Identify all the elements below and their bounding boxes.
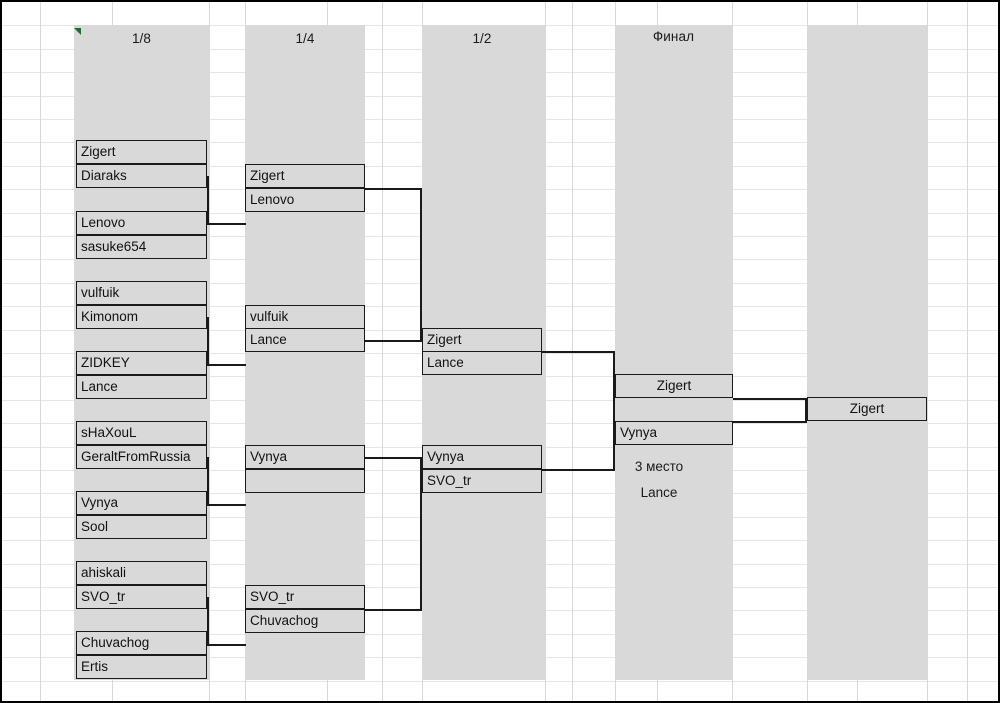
bracket-connector — [733, 421, 807, 423]
bracket-cell-qf-m4-p1[interactable]: SVO_tr — [245, 585, 365, 609]
third-player: Lance — [640, 485, 678, 500]
round-header-r16: 1/8 — [131, 31, 152, 46]
bracket-connector — [207, 364, 246, 366]
bracket-connector — [420, 188, 422, 340]
bracket-cell-r16-m2-p1[interactable]: Lenovo — [76, 211, 207, 235]
grid-row-line — [2, 680, 998, 682]
grid-col-line — [209, 2, 210, 701]
bracket-connector — [207, 317, 209, 364]
bracket-cell-sf-m1-p2[interactable]: Lance — [422, 351, 542, 375]
bracket-cell-qf-m1-p1[interactable]: Zigert — [245, 164, 365, 188]
round-header-sf: 1/2 — [472, 31, 492, 46]
third-label: 3 место — [634, 459, 684, 474]
bracket-cell-r16-m7-p1[interactable]: ahiskali — [76, 561, 207, 585]
bracket-connector — [207, 504, 246, 506]
bracket-connector — [207, 644, 246, 646]
bracket-cell-qf-m2-p2[interactable]: Lance — [245, 328, 365, 352]
grid-col-line — [927, 2, 928, 701]
bracket-cell-champ[interactable]: Zigert — [807, 397, 927, 421]
bracket-cell-sf-m2-p2[interactable]: SVO_tr — [422, 469, 542, 493]
grid-col-line — [732, 2, 733, 701]
bracket-connector — [365, 188, 422, 190]
bracket-connector — [207, 457, 209, 504]
bracket-connector — [542, 469, 615, 471]
bracket-connector — [207, 176, 209, 223]
bracket-connector — [207, 597, 209, 644]
bracket-cell-r16-m5-p1[interactable]: sHaXouL — [76, 421, 207, 445]
bracket-cell-sf-m2-p1[interactable]: Vynya — [422, 445, 542, 469]
bracket-cell-qf-m1-p2[interactable]: Lenovo — [245, 188, 365, 212]
grid-col-line — [382, 2, 383, 701]
bracket-cell-qf-m3-p1[interactable]: Vynya — [245, 445, 365, 469]
bracket-cell-r16-m5-p2[interactable]: GeraltFromRussia — [76, 445, 207, 469]
bracket-cell-r16-m6-p1[interactable]: Vynya — [76, 491, 207, 515]
bracket-cell-qf-m4-p2[interactable]: Chuvachog — [245, 609, 365, 633]
bracket-cell-r16-m3-p1[interactable]: vulfuik — [76, 281, 207, 305]
bracket-connector — [365, 457, 422, 459]
bracket-connector — [365, 609, 422, 611]
bracket-cell-r16-m8-p2[interactable]: Ertis — [76, 655, 207, 679]
bracket-cell-r16-m6-p2[interactable]: Sool — [76, 515, 207, 539]
bracket-cell-qf-m2-p1[interactable]: vulfuik — [245, 305, 365, 329]
bracket-cell-r16-m3-p2[interactable]: Kimonom — [76, 305, 207, 329]
bracket-connector — [805, 398, 807, 421]
bracket-connector — [542, 351, 615, 353]
round-header-f: Финал — [652, 29, 695, 44]
bracket-cell-r16-m4-p2[interactable]: Lance — [76, 375, 207, 399]
bracket-cell-r16-m1-p2[interactable]: Diaraks — [76, 164, 207, 188]
round-header-qf: 1/4 — [295, 31, 315, 46]
bracket-cell-qf-m3-p2[interactable] — [245, 469, 365, 493]
bracket-connector — [207, 223, 246, 225]
bracket-cell-r16-m2-p2[interactable]: sasuke654 — [76, 235, 207, 259]
band-final — [615, 25, 732, 680]
grid-col-line — [40, 2, 41, 701]
bracket-cell-sf-m1-p1[interactable]: Zigert — [422, 328, 542, 352]
bracket-connector — [733, 398, 807, 400]
bracket-connector — [420, 457, 422, 609]
bracket-cell-r16-m7-p2[interactable]: SVO_tr — [76, 585, 207, 609]
bracket-cell-r16-m8-p1[interactable]: Chuvachog — [76, 631, 207, 655]
bracket-cell-f-p2[interactable]: Vynya — [615, 421, 733, 445]
grid-col-line — [967, 2, 968, 701]
band-qf — [245, 25, 365, 680]
bracket-cell-r16-m1-p1[interactable]: Zigert — [76, 140, 207, 164]
bracket-cell-r16-m4-p1[interactable]: ZIDKEY — [76, 351, 207, 375]
band-champion — [807, 25, 927, 680]
comment-indicator-icon — [74, 28, 81, 35]
bracket-connector — [365, 340, 422, 342]
bracket-cell-f-p1[interactable]: Zigert — [615, 374, 733, 398]
bracket-connector — [613, 351, 615, 469]
